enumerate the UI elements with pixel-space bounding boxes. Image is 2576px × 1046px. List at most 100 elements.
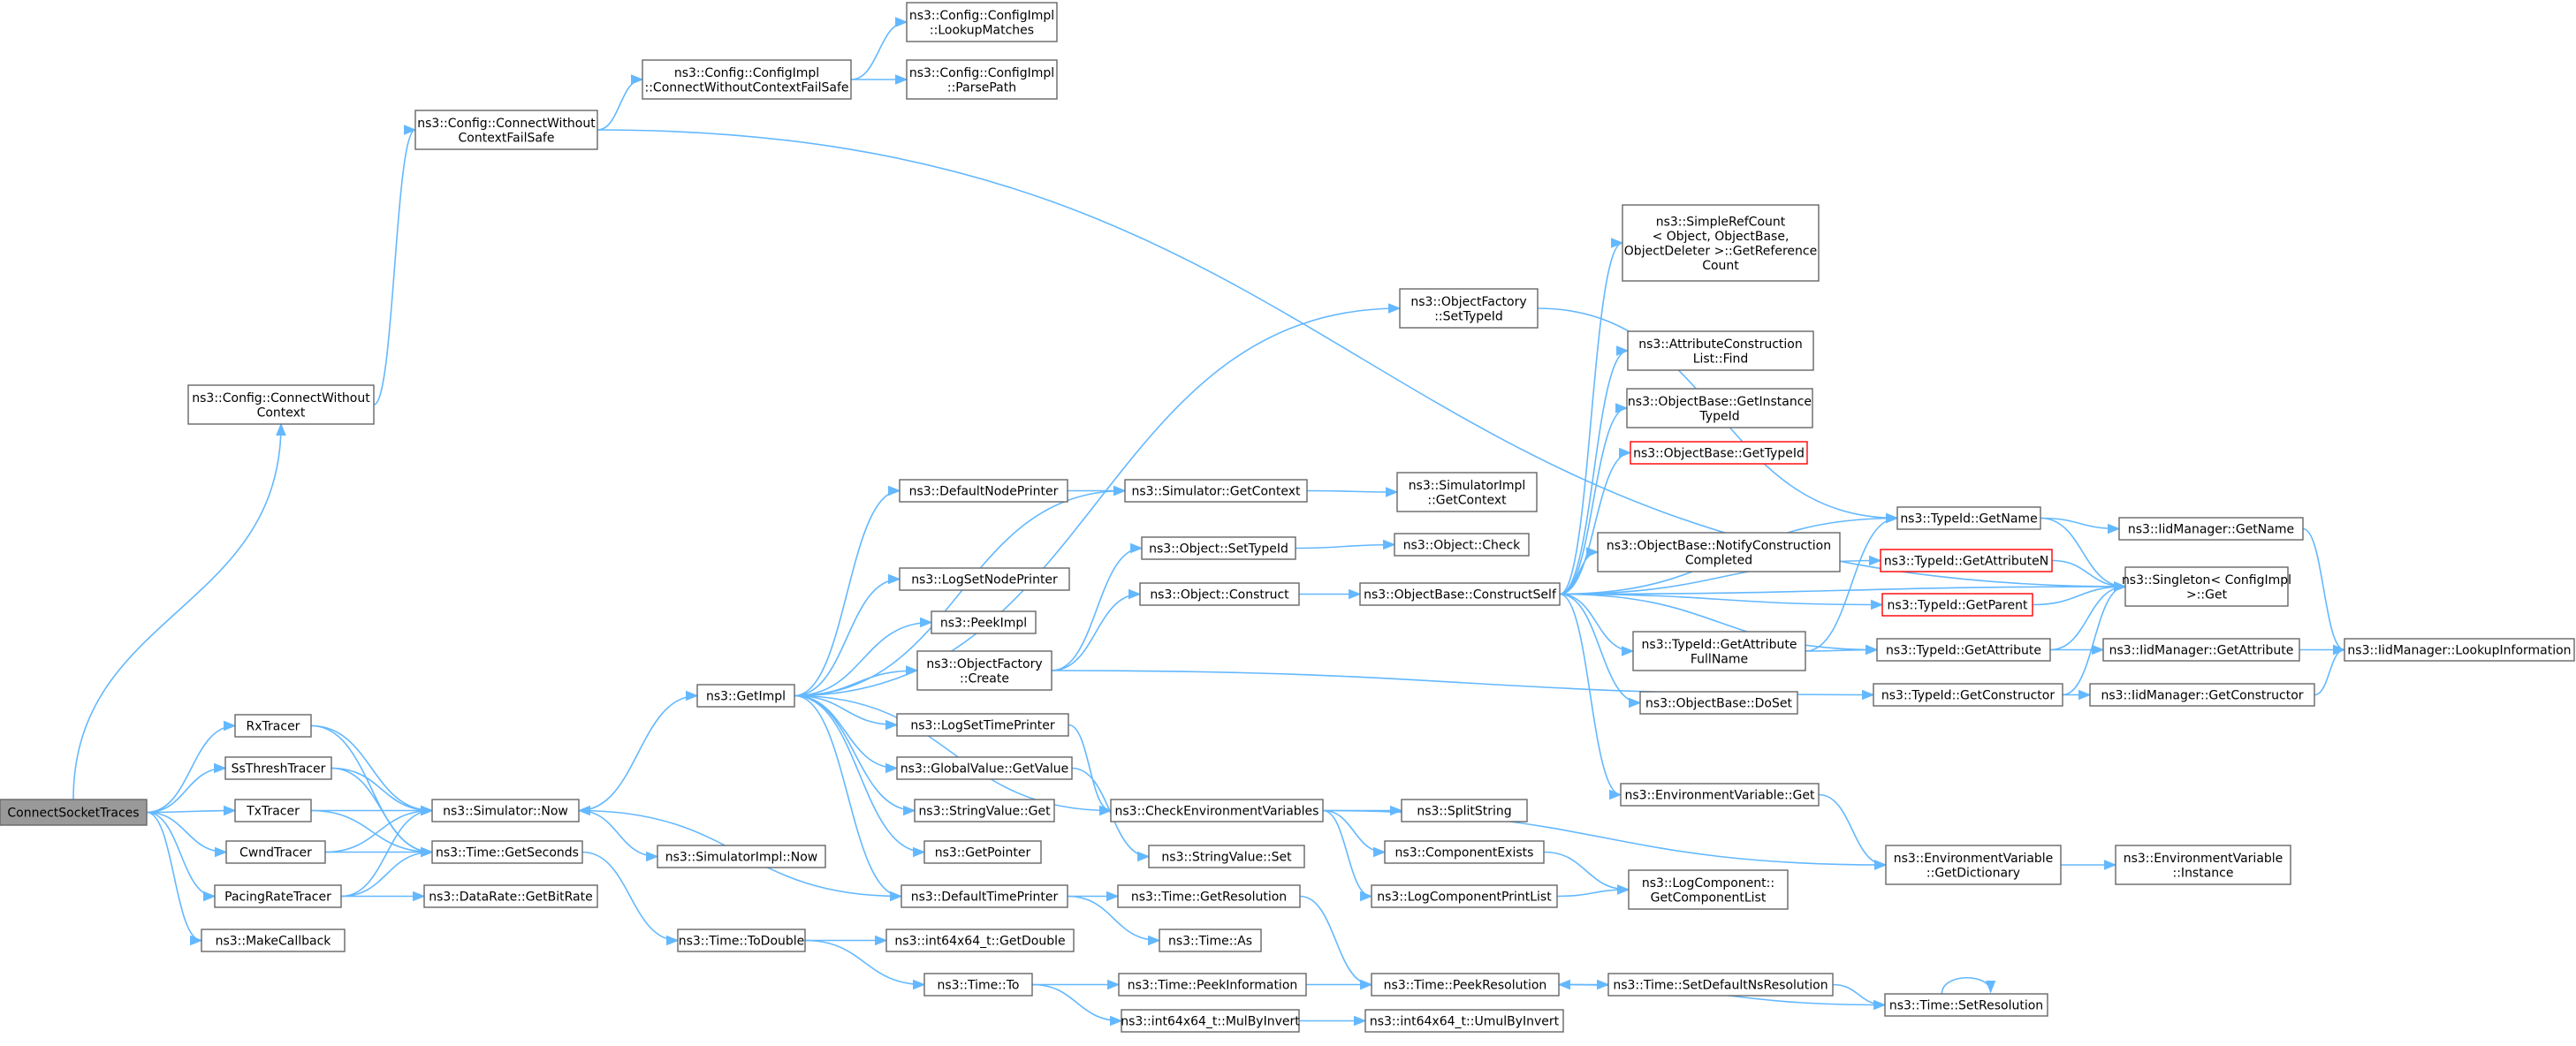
node-time-as[interactable]: ns3::Time::As (1159, 929, 1262, 952)
node-envvar-get[interactable]: ns3::EnvironmentVariable::Get (1620, 783, 1820, 807)
node-envvar-getdict[interactable]: ns3::EnvironmentVariable::GetDictionary (1885, 845, 2062, 885)
node-obj-check[interactable]: ns3::Object::Check (1394, 533, 1530, 557)
node-sim-getctx[interactable]: ns3::Simulator::GetContext (1124, 479, 1308, 503)
call-edge-logsettime-to-checkenv (1068, 724, 1113, 816)
node-datarate[interactable]: ns3::DataRate::GetBitRate (423, 884, 598, 908)
node-ob-notify[interactable]: ns3::ObjectBase::NotifyConstructionCompl… (1597, 532, 1841, 572)
node-label: ::ConnectWithoutContextFailSafe (644, 80, 848, 95)
node-singleton-get[interactable]: ns3::Singleton< ConfigImpl >::Get (2122, 566, 2291, 607)
node-sv-get[interactable]: ns3::StringValue::Get (914, 799, 1055, 822)
node-iid-getname[interactable]: ns3::IidManager::GetName (2118, 517, 2304, 541)
node-impl-parse[interactable]: ns3::Config::ConfigImpl::ParsePath (906, 59, 1058, 100)
node-time-peekres[interactable]: ns3::Time::PeekResolution (1371, 973, 1560, 997)
node-box (1399, 288, 1539, 329)
node-time-getsec[interactable]: ns3::Time::GetSeconds (431, 840, 583, 864)
call-edge-time_to-to-int_mulbyinv (1031, 983, 1123, 1027)
node-peekimpl[interactable]: ns3::PeekImpl (931, 610, 1037, 634)
node-box (916, 650, 1052, 691)
node-box (431, 799, 580, 822)
node-objfac-settypeid[interactable]: ns3::ObjectFactory::SetTypeId (1399, 288, 1539, 329)
node-cwnd[interactable]: CwndTracer (225, 840, 326, 864)
node-objfac-create[interactable]: ns3::ObjectFactory::Create (916, 650, 1052, 691)
node-defnodeprinter[interactable]: ns3::DefaultNodePrinter (899, 479, 1068, 503)
node-ssthresh[interactable]: SsThreshTracer (224, 756, 332, 780)
call-edge-getimpl-to-deftimeprinter (794, 694, 903, 902)
node-iid-lookupinfo[interactable]: ns3::IidManager::LookupInformation (2344, 638, 2575, 662)
node-box (1880, 549, 2053, 572)
call-edge-getimpl-to-objfac_settypeid (794, 303, 1402, 697)
node-label: ::Create (960, 671, 1009, 686)
node-label: ns3::Time::PeekResolution (1384, 979, 1547, 993)
node-tid-getattrn[interactable]: ns3::TypeId::GetAttributeN (1880, 549, 2053, 572)
node-box (1118, 973, 1307, 997)
node-logcompprint[interactable]: ns3::LogComponentPrintList (1371, 884, 1558, 908)
node-time-todouble[interactable]: ns3::Time::ToDouble (677, 929, 806, 952)
node-label: ns3::Config::ConfigImpl (909, 9, 1054, 23)
call-edge-iid_getconstructor-to-iid_lookupinfo (2314, 644, 2346, 696)
node-splitstring[interactable]: ns3::SplitString (1401, 799, 1528, 822)
node-checkenv[interactable]: ns3::CheckEnvironmentVariables (1110, 799, 1324, 822)
node-getpointer[interactable]: ns3::GetPointer (923, 840, 1042, 864)
node-ob-constructself[interactable]: ns3::ObjectBase::ConstructSelf (1359, 582, 1561, 606)
node-label: ns3::ObjectBase::GetInstance (1628, 395, 1812, 409)
node-pacing[interactable]: PacingRateTracer (214, 884, 342, 908)
node-logsetnode[interactable]: ns3::LogSetNodePrinter (899, 567, 1070, 591)
node-ob-gettypeid[interactable]: ns3::ObjectBase::GetTypeId (1630, 441, 1808, 465)
node-simplerefcount[interactable]: ns3::SimpleRefCount< Object, ObjectBase,… (1622, 204, 1820, 282)
node-tid-getparent[interactable]: ns3::TypeId::GetParent (1881, 593, 2033, 617)
node-time-to[interactable]: ns3::Time::To (923, 973, 1033, 997)
node-cfg-cwcfs[interactable]: ns3::Config::ConnectWithoutContextFailSa… (414, 110, 598, 150)
node-obj-settypeid[interactable]: ns3::Object::SetTypeId (1141, 536, 1296, 560)
node-tid-getname[interactable]: ns3::TypeId::GetName (1896, 506, 2041, 530)
node-obj-construct[interactable]: ns3::Object::Construct (1139, 582, 1300, 606)
node-label: ::GetDictionary (1926, 866, 2020, 880)
node-int-umulbyinv[interactable]: ns3::int64x64_t::UmulByInvert (1364, 1009, 1564, 1033)
node-label: ns3::GetImpl (706, 690, 786, 704)
node-label: ::SetTypeId (1434, 309, 1503, 323)
node-box (1597, 532, 1841, 572)
node-sim-now[interactable]: ns3::Simulator::Now (431, 799, 580, 822)
node-rxtracer[interactable]: RxTracer (234, 714, 312, 738)
node-time-setres[interactable]: ns3::Time::SetResolution (1884, 993, 2048, 1017)
node-time-setdefres[interactable]: ns3::Time::SetDefaultNsResolution (1607, 973, 1834, 997)
node-box (900, 884, 1068, 908)
node-cfg-cwc[interactable]: ns3::Config::ConnectWithoutContext (187, 384, 375, 425)
node-root[interactable]: ConnectSocketTraces (0, 799, 148, 826)
node-box (899, 479, 1068, 503)
node-iid-getconstructor[interactable]: ns3::IidManager::GetConstructor (2089, 683, 2315, 707)
node-deftimeprinter[interactable]: ns3::DefaultTimePrinter (900, 884, 1068, 908)
node-txtracer[interactable]: TxTracer (234, 799, 312, 822)
call-edge-obj_settypeid-to-obj_check (1295, 539, 1396, 550)
node-getimpl[interactable]: ns3::GetImpl (696, 684, 795, 708)
node-box (1394, 533, 1530, 557)
node-makecb[interactable]: ns3::MakeCallback (201, 929, 346, 952)
node-simimpl-now[interactable]: ns3::SimulatorImpl::Now (657, 845, 826, 868)
node-gv-getvalue[interactable]: ns3::GlobalValue::GetValue (896, 756, 1073, 780)
node-int-getdouble[interactable]: ns3::int64x64_t::GetDouble (885, 929, 1075, 952)
node-tid-getconstructor[interactable]: ns3::TypeId::GetConstructor (1873, 683, 2063, 707)
node-simimpl-getctx[interactable]: ns3::SimulatorImpl::GetContext (1396, 472, 1538, 512)
node-label: ns3::IidManager::GetName (2128, 523, 2294, 537)
node-label: ns3::Object::Check (1403, 539, 1521, 553)
node-time-peekinfo[interactable]: ns3::Time::PeekInformation (1118, 973, 1307, 997)
node-impl-lookup[interactable]: ns3::Config::ConfigImpl::LookupMatches (906, 2, 1058, 42)
node-box (1628, 869, 1789, 910)
node-iid-getattr[interactable]: ns3::IidManager::GetAttribute (2102, 638, 2300, 662)
node-impl-cwcfs[interactable]: ns3::Config::ConfigImpl::ConnectWithoutC… (642, 59, 852, 100)
call-edge-logcompprint-to-logcomp_getlist (1556, 884, 1630, 898)
node-ob-doset[interactable]: ns3::ObjectBase::DoSet (1639, 691, 1798, 715)
node-label: ns3::StringValue::Set (1161, 851, 1292, 865)
node-int-mulbyinv[interactable]: ns3::int64x64_t::MulByInvert (1121, 1009, 1300, 1033)
node-logcomp-getlist[interactable]: ns3::LogComponent::GetComponentList (1628, 869, 1789, 910)
node-envvar-instance[interactable]: ns3::EnvironmentVariable::Instance (2115, 845, 2291, 885)
node-logsettime[interactable]: ns3::LogSetTimePrinter (896, 713, 1069, 737)
node-compexists[interactable]: ns3::ComponentExists (1384, 840, 1545, 864)
node-tid-getattr[interactable]: ns3::TypeId::GetAttribute (1876, 638, 2051, 662)
node-box (1159, 929, 1262, 952)
node-sv-set[interactable]: ns3::StringValue::Set (1148, 845, 1305, 868)
node-time-getres[interactable]: ns3::Time::GetResolution (1117, 884, 1301, 908)
